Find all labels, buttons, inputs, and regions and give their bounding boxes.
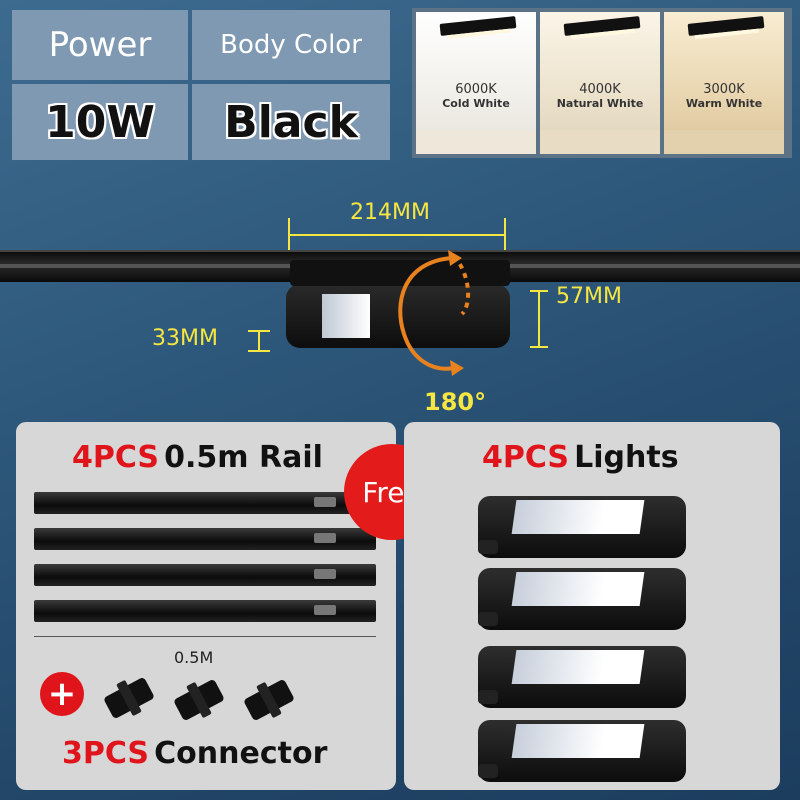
height-dimension-line [538, 290, 540, 348]
rotation-arrow-icon [398, 250, 471, 376]
height-label: 57MM [556, 284, 622, 309]
temp-kelvin: 3000K [703, 82, 745, 97]
light-adapter [290, 260, 510, 286]
connector-icon [170, 678, 228, 722]
spec-table: Power Body Color 10W Black [12, 10, 390, 160]
temp-panel-cold: 6000K Cold White [416, 12, 536, 154]
body-color-header: Body Color [192, 10, 390, 80]
rail-piece [34, 492, 376, 514]
lights-panel-title: 4PCS Lights [482, 440, 679, 475]
lights-count: 4PCS [482, 440, 570, 475]
light-unit [478, 646, 686, 708]
temp-panel-warm: 3000K Warm White [664, 12, 784, 154]
dimension-tick [288, 218, 290, 250]
track-light-icon [439, 16, 517, 36]
temp-name: Cold White [442, 97, 510, 110]
rail-count: 4PCS [72, 440, 160, 475]
connector-label: Connector [154, 736, 328, 771]
connector-count: 3PCS [62, 736, 150, 771]
connector-title: 3PCS Connector [62, 736, 327, 771]
light-unit [478, 568, 686, 630]
body-color-value: Black [192, 84, 390, 160]
depth-dimension-line [258, 330, 260, 352]
track-light-fixture [286, 284, 510, 348]
rail-piece [34, 564, 376, 586]
power-value: 10W [12, 84, 188, 160]
connector-icon [100, 676, 158, 720]
sofa-icon [664, 130, 784, 154]
temp-name: Warm White [685, 97, 763, 110]
sofa-icon [540, 130, 660, 154]
power-header: Power [12, 10, 188, 80]
length-label: 214MM [350, 200, 430, 225]
rail-label: 0.5m Rail [164, 440, 323, 475]
temp-kelvin: 4000K [579, 82, 621, 97]
light-unit [478, 720, 686, 782]
length-dimension-line [288, 234, 506, 236]
rotation-label: 180° [424, 388, 487, 416]
sofa-icon [416, 130, 536, 154]
plus-icon: + [40, 672, 84, 716]
depth-label: 33MM [152, 326, 218, 351]
temp-name: Natural White [556, 97, 644, 110]
rail-panel-title: 4PCS 0.5m Rail [72, 440, 323, 475]
temp-kelvin: 6000K [455, 82, 497, 97]
temp-panel-natural: 4000K Natural White [540, 12, 660, 154]
light-diffuser [322, 294, 370, 338]
rail-length-label: 0.5M [174, 648, 214, 667]
track-light-icon [687, 16, 765, 36]
dimension-tick [504, 218, 506, 250]
rail-length-line [34, 636, 376, 637]
color-temperature-panels: 6000K Cold White 4000K Natural White 300… [412, 8, 792, 158]
rail-piece [34, 600, 376, 622]
rail-piece [34, 528, 376, 550]
lights-label: Lights [574, 440, 679, 475]
connector-icon [240, 678, 298, 722]
track-light-icon [563, 16, 641, 36]
light-unit [478, 496, 686, 558]
